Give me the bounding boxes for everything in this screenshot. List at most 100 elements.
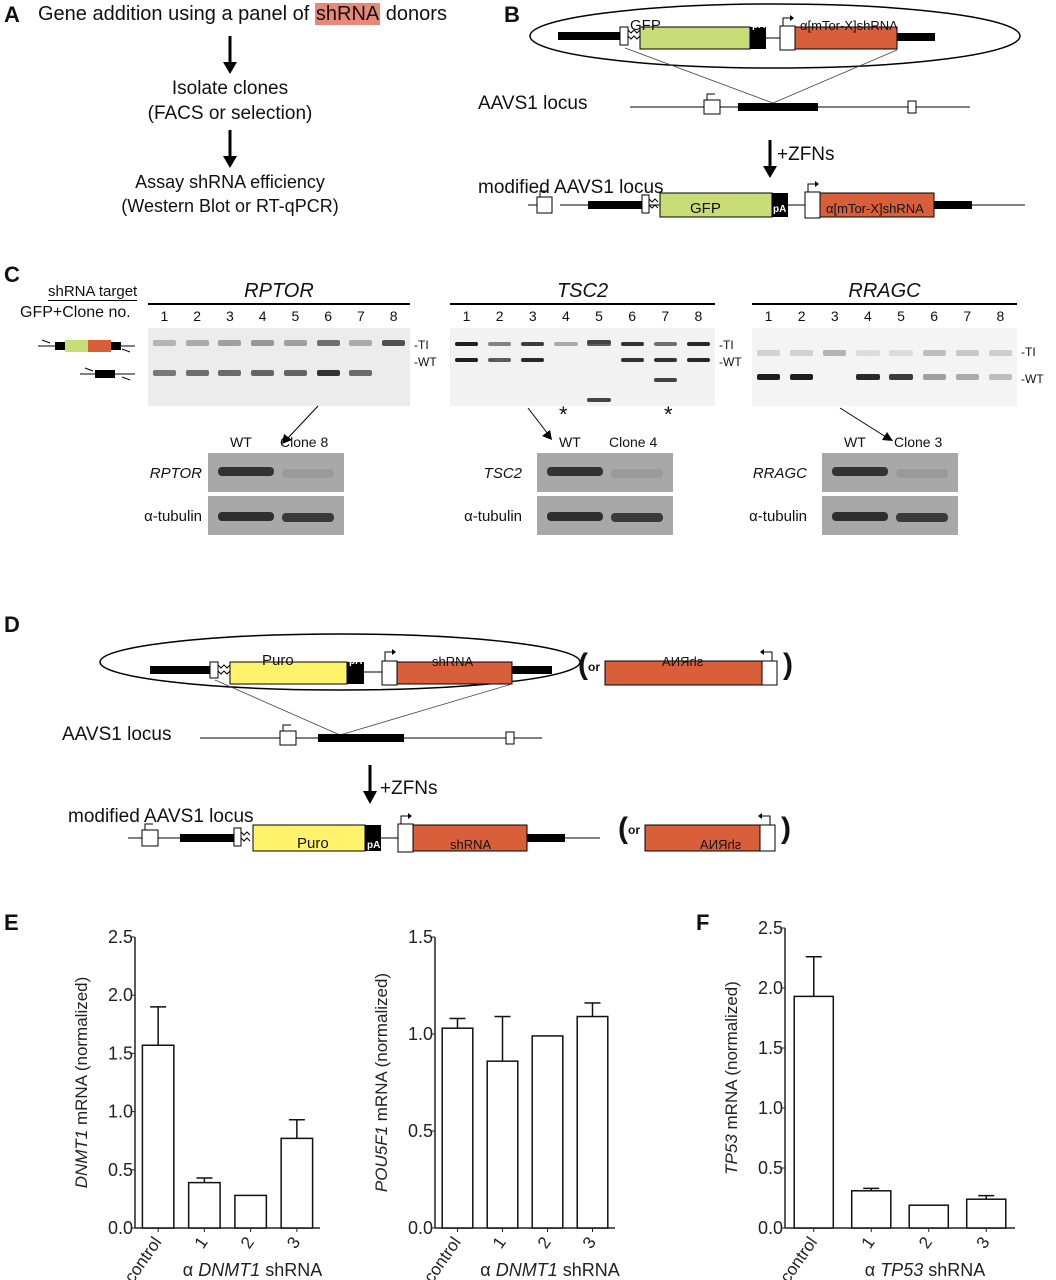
band-wt [653,358,677,362]
band-ti [653,342,677,346]
y-tick-label: 1.5 [408,927,433,947]
x-axis-label: α DNMT1 shRNA [480,1260,619,1280]
lane-number: 6 [324,308,333,324]
y-tick-label: 1.5 [108,1043,133,1063]
panel-a-step2-line1: Isolate clones [171,78,289,99]
panel-d-diagram [99,633,778,853]
band-extra [653,378,677,382]
promoter-box [779,25,796,51]
band-wt [488,358,512,362]
gel-target-label: RRAGC [848,280,921,302]
band-ti [922,350,946,356]
band-ti [856,350,880,356]
bar [965,1198,1007,1229]
western-target-label: RRAGC [752,465,807,482]
gel-image [752,328,1017,406]
panel-b-diagram [528,3,1025,219]
x-tick-label: control [776,1233,821,1280]
plasmid-backbone [529,3,1021,69]
panel-a-step1-post: donors [380,3,447,25]
western-clone-label: Clone 4 [609,434,658,450]
y-tick-label: 0.0 [758,1218,783,1238]
bar [908,1204,950,1229]
asterisk-lane7: * [664,402,673,427]
alt-shrna-box [604,660,763,686]
lane-number: 8 [389,308,398,324]
x-tick-label: control [420,1233,465,1280]
western-wt-label: WT [230,434,252,450]
panel-label-b: B [504,2,520,27]
gfp-label-modified: GFP [690,200,721,217]
lane-number: 5 [897,308,905,324]
y-tick-label: 1.0 [758,1098,783,1118]
mirrored-shrna-label-modified: shRNA [700,837,742,852]
x-tick-label: 1 [489,1233,510,1252]
modified-locus-label: modified AAVS1 locus [478,177,664,198]
aavs1-locus-label-d: AAVS1 locus [62,724,172,745]
lane-number: 7 [356,308,365,324]
bar [850,1190,892,1229]
lane-number: 1 [764,308,773,324]
y-axis-label: TP53 mRNA (normalized) [722,981,741,1175]
western-blot-tubulin [537,496,673,535]
band-wt [454,358,479,362]
western-loading-label: α-tubulin [749,508,807,525]
band-ti [454,342,479,346]
open-paren: ( [578,648,588,681]
x-tick-label: 2 [534,1233,555,1252]
western-band [547,467,603,476]
band-ti [823,350,847,356]
x-tick-label: 1 [191,1233,212,1252]
band-ti [488,342,512,346]
splice-acceptor [619,26,629,46]
target-region [738,103,818,111]
gfp-label: GFP [630,17,661,34]
mirrored-shrna-label: shRNA [662,654,704,669]
polya-label-d-modified: pA [367,840,381,851]
lane-number: 3 [830,308,839,324]
band-label-wt: -WT [719,355,742,369]
western-blot-target [208,453,344,492]
lane-number: 3 [528,308,537,324]
zfn-label-d: +ZFNs [380,778,438,799]
band-wt [856,374,880,380]
band-label-ti: -TI [719,338,734,352]
panel-a-step2-line2: (FACS or selection) [147,103,313,124]
lane-number: 3 [225,308,234,324]
x-tick-label: 1 [858,1233,879,1252]
puro-box-modified [252,824,366,852]
band-ti [955,350,979,356]
band-ti [152,340,176,346]
panel-a-step3-line1: Assay shRNA efficiency [135,172,325,192]
shrna-label-d: shRNA [432,654,474,669]
x-axis-label: α TP53 shRNA [865,1260,985,1280]
western-blot-target [822,453,958,492]
panel-a-highlight: shRNA [314,3,381,25]
band-label-ti: -TI [1021,345,1036,359]
y-tick-label: 0.5 [108,1160,133,1180]
asterisk-lane5: * [559,402,568,427]
lane-number: 5 [595,308,603,324]
panel-a-step1: Gene addition using a panel of shRNA don… [38,3,447,26]
bar [793,995,835,1229]
band-ti [620,342,644,346]
lane-number: 8 [694,308,703,324]
band-wt [521,358,545,362]
arrow-to-clone3-icon [839,407,887,438]
gfp-box-modified [659,192,773,218]
western-band [611,513,663,522]
western-target-label: TSC2 [483,465,522,482]
lane-number: 4 [864,308,872,324]
band-wt [251,370,275,376]
x-tick-label: 3 [579,1233,600,1252]
panel-label-e: E [4,910,19,935]
western-clone-label: Clone 8 [280,434,329,450]
band-ti [521,342,545,346]
band-wt [152,370,176,376]
exon-box [536,196,553,214]
lane-number: 7 [963,308,972,324]
gel-image [450,328,715,406]
bar [234,1194,268,1229]
panel-label-d: D [4,612,20,637]
